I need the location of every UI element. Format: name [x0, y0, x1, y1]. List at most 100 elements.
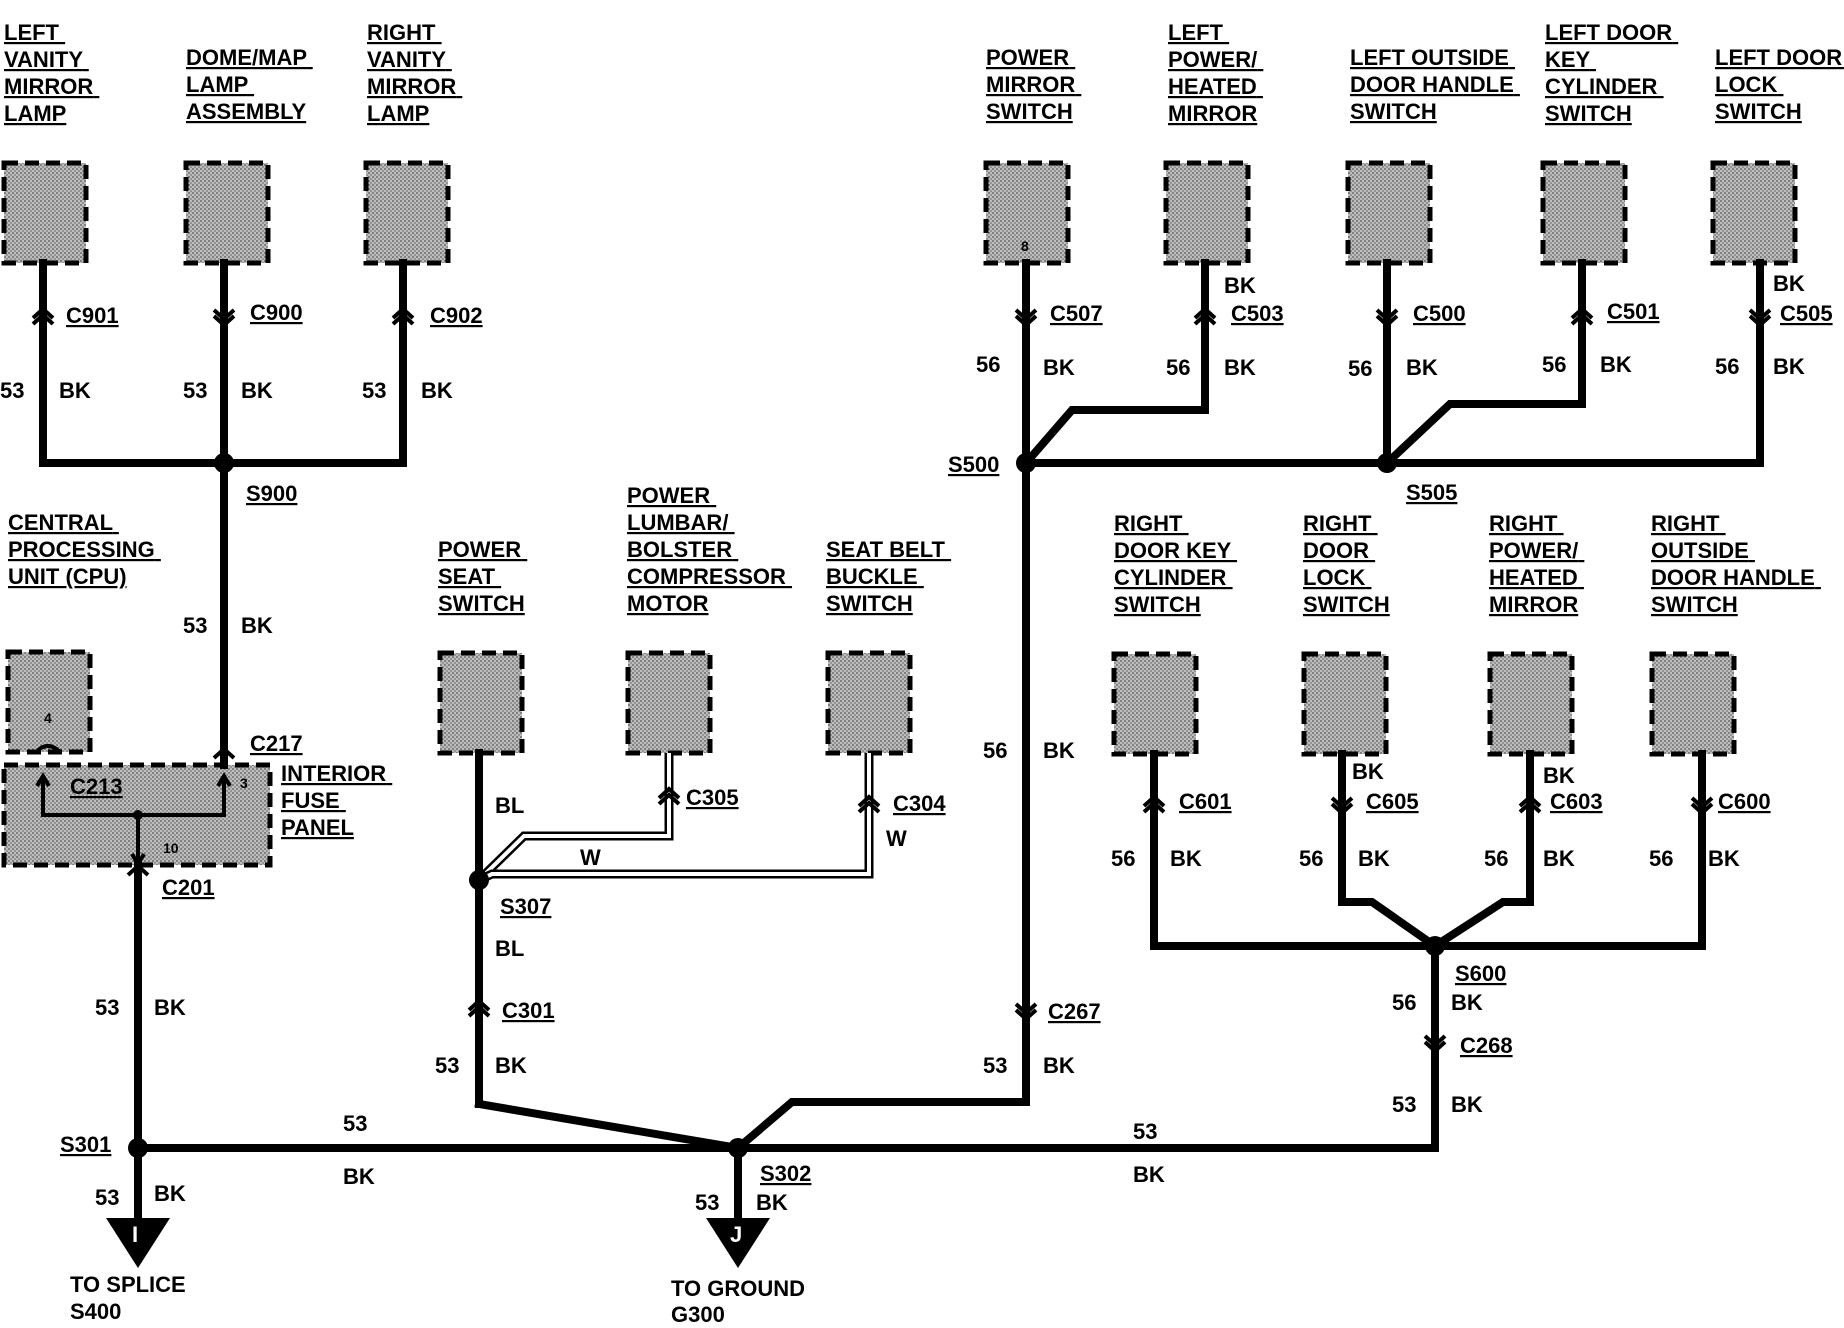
pin-10: 10 — [163, 840, 179, 856]
left-power-heated-mirror-label: LEFT POWER/ HEATED MIRROR — [1168, 20, 1263, 126]
dome-map-label: DOME/MAP LAMP ASSEMBLY — [186, 45, 313, 124]
dome-map-lamp-box — [183, 160, 271, 266]
left-vanity-mirror-lamp-box — [1, 160, 89, 266]
wire-code: 53 — [983, 1053, 1007, 1078]
fuse-panel-label: INTERIOR FUSE PANEL — [281, 761, 392, 840]
wire-color: W — [580, 845, 601, 870]
wire-color: BK — [1043, 738, 1075, 763]
wire-color: BK — [1170, 846, 1202, 871]
wire-color: BK — [343, 1164, 375, 1189]
left-power-heated-mirror-box — [1163, 160, 1251, 266]
wire-color: BK — [1133, 1162, 1165, 1187]
to-splice-arrow-icon — [106, 1218, 170, 1268]
wire-color: BK — [1543, 846, 1575, 871]
power-mirror-switch-box — [983, 160, 1071, 266]
wire-code: 53 — [695, 1190, 719, 1215]
c603-symbol — [1518, 794, 1542, 814]
wire-code: 56 — [1715, 354, 1739, 379]
pin-8: 8 — [1021, 238, 1029, 254]
to-splice-label: TO SPLICE S400 — [70, 1272, 192, 1324]
wire-color: BL — [495, 793, 524, 818]
seatbelt-switch-label: SEAT BELT BUCKLE SWITCH — [826, 537, 951, 616]
right-power-heated-mirror-label: RIGHT POWER/ HEATED MIRROR — [1489, 511, 1584, 617]
c601-symbol — [1142, 794, 1166, 814]
ground-arrow-letter: J — [730, 1222, 742, 1247]
c305-symbol — [657, 786, 681, 806]
destination-arrows: I J — [106, 1218, 770, 1268]
wire-code: 53 — [183, 613, 207, 638]
wire-color: BK — [1773, 354, 1805, 379]
c201-symbol — [126, 863, 150, 877]
c505-symbol — [1748, 308, 1772, 328]
wire-code: 53 — [435, 1053, 459, 1078]
c501-label: C501 — [1607, 299, 1660, 324]
wire-color: BK — [1451, 1092, 1483, 1117]
left-key-cylinder-label: LEFT DOOR KEY CYLINDER SWITCH — [1545, 20, 1678, 126]
c268-symbol — [1423, 1034, 1447, 1054]
c507-symbol — [1014, 308, 1038, 328]
pin-numbers: 8 4 3 10 — [44, 238, 1029, 856]
s307-dot — [469, 870, 489, 890]
c902-label: C902 — [430, 303, 483, 328]
wire-color: BK — [1600, 352, 1632, 377]
cpu-label: CENTRAL PROCESSING UNIT (CPU) — [8, 510, 161, 589]
wire-code: 56 — [1166, 355, 1190, 380]
c900-symbol — [212, 308, 236, 328]
wire-code: 56 — [1649, 846, 1673, 871]
wire-code: 56 — [1392, 990, 1416, 1015]
wire-color: BK — [1352, 759, 1384, 784]
c605-symbol — [1330, 796, 1354, 816]
wire-code: 56 — [983, 738, 1007, 763]
pin-3: 3 — [240, 775, 248, 791]
connector-labels: C901 C900 C902 C507 C503 C500 C501 C505 … — [60, 299, 1833, 1186]
c304-symbol — [857, 794, 881, 814]
s600-label: S600 — [1455, 961, 1506, 986]
wire-code: 56 — [1111, 846, 1135, 871]
wire-color: BK — [495, 1053, 527, 1078]
component-labels: LEFT VANITY MIRROR LAMP DOME/MAP LAMP AS… — [4, 20, 1842, 840]
right-key-cylinder-label: RIGHT DOOR KEY CYLINDER SWITCH — [1114, 511, 1237, 617]
power-seat-switch-box — [437, 650, 525, 756]
c901-symbol — [31, 306, 55, 326]
wire-color: W — [886, 826, 907, 851]
fuse-panel-internal — [34, 744, 232, 868]
wire-code: 56 — [1348, 356, 1372, 381]
c301-label: C301 — [502, 998, 555, 1023]
wire-color: BK — [1358, 846, 1390, 871]
wire-color: BK — [1224, 355, 1256, 380]
wire-color: BK — [241, 613, 273, 638]
c500-label: C500 — [1413, 301, 1466, 326]
s302-dot — [728, 1138, 748, 1158]
cpu-box — [5, 649, 93, 755]
wire-color: BK — [59, 378, 91, 403]
right-vanity-label: RIGHT VANITY MIRROR LAMP — [367, 20, 462, 126]
wire-labels: 53 BK 53 BK 53 BK 53 BK 53 BK 53 BK 53 B… — [0, 271, 1805, 1215]
c217-label: C217 — [250, 731, 303, 756]
wire-color: BK — [1406, 355, 1438, 380]
left-door-key-cylinder-switch-box — [1540, 160, 1628, 266]
s900-label: S900 — [246, 481, 297, 506]
wire-code: 53 — [95, 1185, 119, 1210]
wire-color: BK — [756, 1190, 788, 1215]
s500-dot — [1016, 453, 1036, 473]
c900-label: C900 — [250, 300, 303, 325]
s600-dot — [1425, 936, 1445, 956]
wire-color: BK — [421, 378, 453, 403]
wire-code: 56 — [1299, 846, 1323, 871]
right-door-lock-switch-box — [1301, 651, 1389, 757]
c603-label: C603 — [1550, 789, 1603, 814]
c503-symbol — [1193, 306, 1217, 326]
c605-label: C605 — [1366, 789, 1419, 814]
s500-label: S500 — [948, 452, 999, 477]
wire-code: 56 — [1484, 846, 1508, 871]
left-vanity-label: LEFT VANITY MIRROR LAMP — [4, 20, 99, 126]
wire-code: 53 — [0, 378, 24, 403]
c902-symbol — [391, 306, 415, 326]
left-outside-handle-label: LEFT OUTSIDE DOOR HANDLE SWITCH — [1350, 45, 1520, 124]
left-outside-door-handle-switch-box — [1345, 160, 1433, 266]
c305-label: C305 — [686, 785, 739, 810]
right-vanity-mirror-lamp-box — [363, 160, 451, 266]
component-boxes — [1, 160, 1798, 868]
splice-points — [128, 453, 1445, 1158]
